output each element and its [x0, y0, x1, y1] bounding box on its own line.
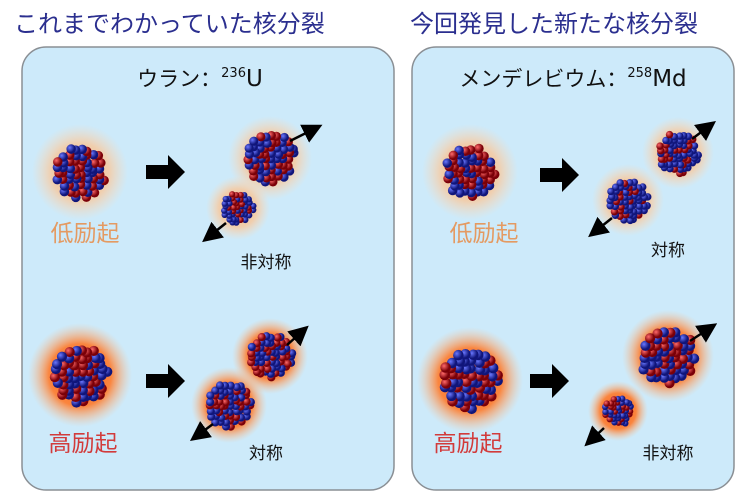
light-fragment: [588, 381, 648, 441]
proton: [257, 333, 266, 342]
proton: [273, 333, 282, 342]
neutron: [485, 157, 496, 167]
neutron: [614, 404, 622, 411]
neutron: [442, 158, 453, 168]
neutron: [453, 349, 464, 361]
neutron: [51, 359, 63, 370]
neutron: [232, 383, 241, 392]
mendelevium-nucleus-excited: [417, 327, 523, 433]
proton: [49, 372, 60, 383]
heavy-fragment: [228, 116, 312, 200]
mendelevium-nucleus: [422, 124, 518, 220]
fission-arrow-icon: [146, 364, 185, 398]
low-excitation-label: 低励起: [450, 221, 519, 247]
motion-arrow-icon: [202, 221, 227, 243]
high-excitation-label: 高励起: [434, 431, 503, 457]
neutron: [602, 408, 609, 416]
motion-arrow-icon: [584, 425, 606, 447]
proton: [53, 157, 63, 167]
neutron: [606, 202, 614, 210]
proton: [64, 346, 75, 358]
proton: [603, 400, 610, 407]
proton: [228, 191, 236, 198]
neutron: [676, 132, 684, 140]
neutron: [66, 144, 76, 154]
proton: [89, 158, 100, 168]
neutron: [678, 334, 689, 345]
motion-arrow-icon: [689, 323, 718, 343]
mendelevium-title: メンデレビウム：258Md: [459, 66, 686, 92]
proton: [440, 378, 452, 389]
proton: [440, 362, 451, 373]
fission-arrow-icon: [146, 155, 185, 189]
neutron: [56, 351, 68, 362]
neutron: [222, 195, 229, 203]
neutron: [446, 390, 457, 402]
neutron: [215, 381, 225, 390]
high-excitation-label: 高励起: [49, 431, 118, 457]
proton: [247, 349, 256, 358]
result-label: 対称: [651, 241, 685, 261]
motion-arrow-icon: [691, 121, 716, 141]
neutron: [640, 340, 651, 351]
fission-arrow-icon: [530, 364, 569, 398]
proton: [606, 416, 613, 423]
neutron: [690, 142, 699, 150]
proton: [278, 353, 287, 362]
heading-new-fission: 今回発見した新たな核分裂: [410, 10, 698, 38]
proton: [256, 132, 266, 142]
proton: [610, 396, 618, 403]
neutron: [444, 169, 455, 180]
uranium-nucleus: [32, 124, 128, 220]
proton: [652, 328, 663, 339]
low-excitation-label: 低励起: [51, 221, 120, 247]
result-label: 非対称: [241, 253, 292, 273]
neutron: [676, 161, 685, 169]
fission-arrow-icon: [540, 158, 579, 192]
proton: [645, 333, 656, 344]
proton: [283, 359, 292, 368]
result-label: 対称: [249, 444, 283, 464]
uranium-title: ウラン：236U: [137, 66, 263, 92]
heavy-fragment: [622, 310, 714, 402]
motion-arrow-icon: [588, 216, 613, 238]
neutron: [206, 398, 215, 407]
neutron: [468, 349, 479, 361]
neutron: [635, 202, 643, 210]
neutron: [607, 187, 615, 196]
proton: [656, 142, 664, 150]
proton: [657, 155, 666, 163]
uranium-nucleus-excited: [28, 323, 132, 427]
proton: [672, 340, 683, 351]
neutron: [206, 391, 215, 400]
neutron: [244, 143, 254, 153]
neutron: [455, 188, 465, 198]
neutron: [249, 136, 259, 146]
motion-arrow-icon: [189, 421, 214, 441]
proton: [474, 143, 484, 154]
neutron: [623, 399, 630, 406]
neutron: [247, 342, 256, 352]
motion-arrow-icon: [289, 124, 323, 143]
neutron: [242, 216, 249, 224]
proton: [263, 364, 272, 373]
heading-known-fission: これまでわかっていた核分裂: [14, 10, 325, 38]
result-label: 非対称: [643, 444, 694, 464]
neutron: [487, 371, 498, 382]
motion-arrow-icon: [286, 325, 309, 347]
neutron: [662, 136, 670, 145]
proton: [665, 130, 674, 139]
proton: [448, 150, 459, 161]
neutron: [279, 132, 289, 143]
